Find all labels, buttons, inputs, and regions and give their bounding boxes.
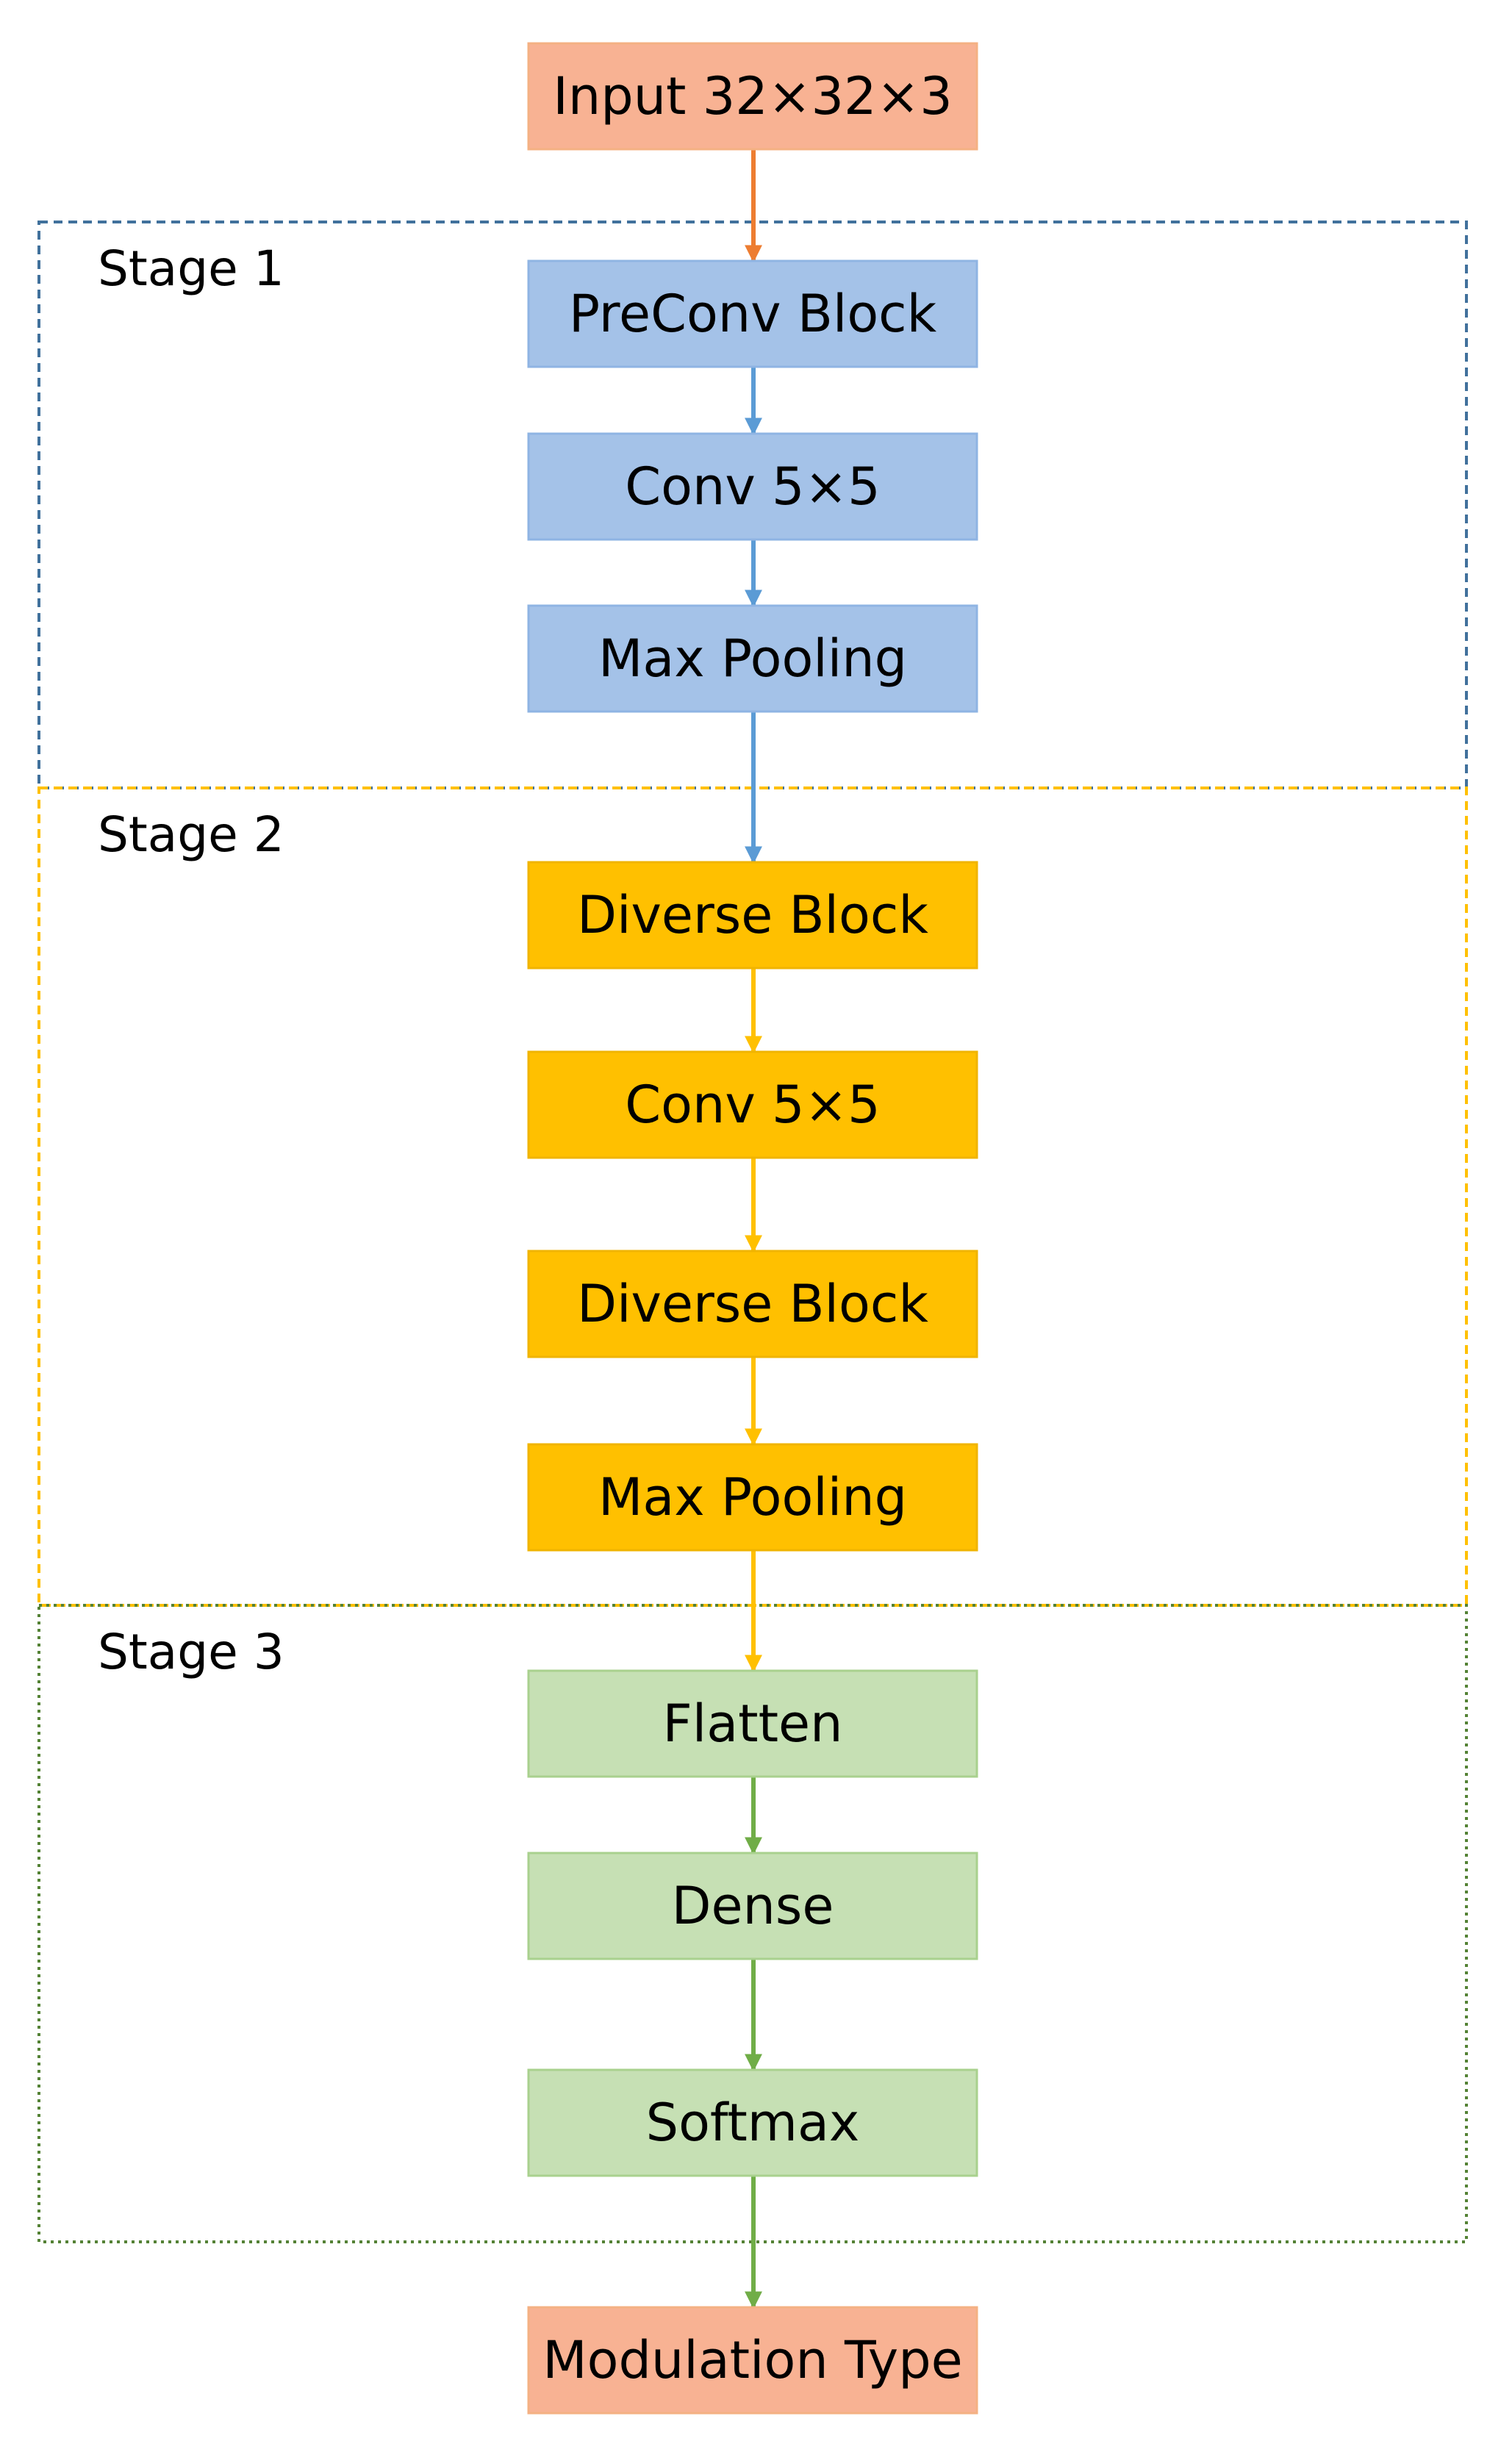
block-softmax-label: Softmax [646,2093,860,2153]
block-maxpool-stage1: Max Pooling [527,604,978,713]
block-diverse-2-label: Diverse Block [577,1274,928,1334]
block-output: Modulation Type [527,2306,978,2415]
block-maxpool-stage2-box [527,1443,978,1552]
block-flatten-label: Flatten [663,1694,843,1754]
block-softmax: Softmax [527,2068,978,2177]
block-maxpool-stage2: Max Pooling [527,1443,978,1552]
block-dense: Dense [527,1852,978,1960]
stage-2-label: Stage 2 [98,806,284,863]
block-maxpool-stage1-box [527,604,978,713]
block-preconv-label: PreConv Block [569,284,937,344]
block-conv-stage1-label: Conv 5×5 [625,456,880,517]
block-output-box [527,2306,978,2415]
block-input-label: Input 32×32×3 [553,66,953,126]
block-conv-stage1: Conv 5×5 [527,432,978,541]
block-input: Input 32×32×3 [527,42,978,151]
block-diverse-2: Diverse Block [527,1250,978,1358]
block-input-box [527,42,978,151]
stage-1-label: Stage 1 [98,240,284,297]
block-conv-stage2-box [527,1050,978,1159]
block-maxpool-stage1-label: Max Pooling [598,628,907,689]
block-diverse-1: Diverse Block [527,861,978,970]
block-maxpool-stage2-label: Max Pooling [598,1467,907,1527]
block-conv-stage1-box [527,432,978,541]
block-flatten-box [527,1669,978,1778]
block-conv-stage2: Conv 5×5 [527,1050,978,1159]
block-preconv-box [527,259,978,368]
stage-3-label: Stage 3 [98,1624,284,1680]
block-output-label: Modulation Type [542,2330,962,2390]
block-conv-stage2-label: Conv 5×5 [625,1075,880,1135]
block-diverse-1-box [527,861,978,970]
block-diverse-2-box [527,1250,978,1358]
block-dense-box [527,1852,978,1960]
block-dense-label: Dense [672,1876,834,1936]
block-preconv: PreConv Block [527,259,978,368]
block-softmax-box [527,2068,978,2177]
block-flatten: Flatten [527,1669,978,1778]
block-diverse-1-label: Diverse Block [577,885,928,945]
